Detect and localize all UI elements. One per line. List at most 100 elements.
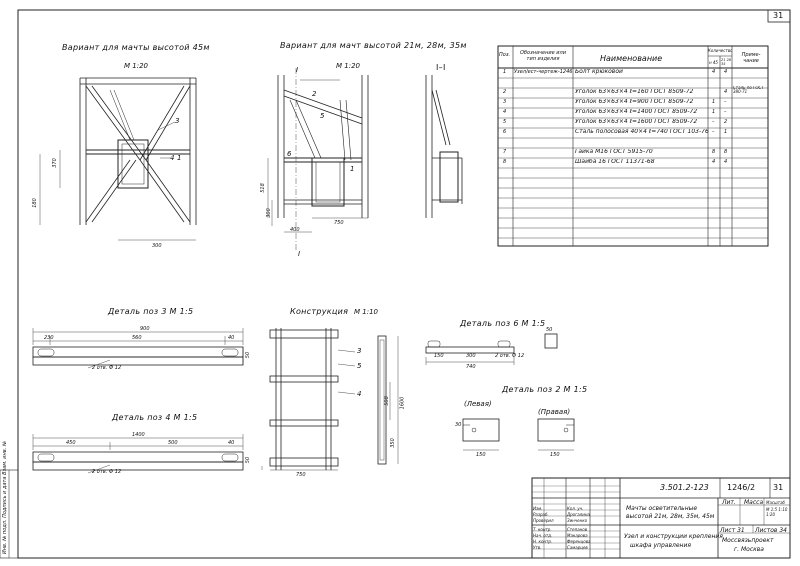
person-name: Дрогалина (567, 512, 590, 517)
person-name: Зинченко (567, 518, 588, 523)
row-name: Уголок 63×63×4 ℓ=900 ГОСТ 8509-72 (575, 99, 694, 105)
callout-label: 6 (287, 150, 292, 158)
dim-label: 560 (132, 335, 142, 341)
section-title: I–I (436, 63, 446, 72)
dim-label: 30 (455, 422, 462, 428)
spec-table (497, 45, 769, 247)
detail-3-title: Деталь поз 3 М 1:5 (108, 307, 194, 316)
role-label: Проверил (533, 518, 554, 523)
callout-label: 4 (357, 390, 362, 398)
section-mark: I (296, 66, 299, 74)
row-pos: 2 (503, 89, 507, 95)
dim-label: 50 (546, 327, 553, 333)
row-qty: 8 (724, 149, 728, 155)
row-qty: – (712, 129, 715, 135)
dim-label: 1600 (399, 396, 406, 410)
row-qty: 4 (724, 69, 728, 75)
view-detail-4 (32, 434, 244, 474)
row-pos: 6 (503, 129, 507, 135)
view-variant-21 (267, 68, 369, 250)
dim-label: 750 (296, 472, 306, 478)
row-note: Сталь по ГОСТ 380-71 (733, 86, 764, 94)
org-line-2: г. Москва (734, 546, 764, 553)
title-line-1: Мачты осветительные (626, 505, 698, 512)
dim-label: 750 (334, 220, 344, 226)
spec-header-name: Наименование (600, 54, 663, 63)
row-qty: 1 (712, 99, 716, 105)
spec-header-note: Приме-чание (741, 52, 761, 64)
row-qty: – (712, 119, 715, 125)
person-name: Степанов (567, 527, 588, 532)
scale-label: Масштаб (766, 500, 786, 505)
role-label: Т. контр. (533, 527, 552, 532)
dim-label: 370 (51, 158, 58, 168)
doc-code: 3.501.2-123 (660, 483, 709, 492)
dim-label: 300 (466, 353, 476, 359)
title-line-2: высотой 21м, 28м, 35м, 45м (626, 513, 715, 520)
callout-label: 1 (350, 165, 355, 173)
person-name: Макарова (567, 533, 588, 538)
view-variant-45 (39, 77, 197, 241)
hole-note: 2 отв. Ф 12 (92, 365, 122, 371)
person-name: Самарцев (567, 545, 588, 550)
title-line-4: шкафа управления (630, 542, 691, 549)
callout-label: 5 (320, 112, 325, 120)
row-pos: 1 (503, 69, 507, 75)
stage-label: Лит. (722, 499, 736, 506)
detail-2-left: (Левая) (464, 400, 492, 408)
detail-6-title: Деталь поз 6 М 1:5 (460, 319, 546, 328)
sheet-label: Лист 31 (720, 527, 745, 534)
row-qty: – (724, 99, 727, 105)
dim-label: 508 (383, 396, 390, 406)
spec-header-qty: Количество (708, 48, 732, 53)
row-pos: 5 (503, 119, 507, 125)
side-stamp: Инв. № подл. Подпись и дата Взам. инв. № (2, 440, 8, 554)
row-pos: 3 (503, 99, 507, 105)
dim-label: 50 (245, 351, 252, 359)
dim-label: 300 (152, 243, 162, 249)
role-label: Утв. (533, 545, 542, 550)
callout-label: 1 (177, 154, 182, 162)
dim-label: 230 (44, 335, 54, 341)
row-qty: 4 (712, 159, 716, 165)
construction-title: Конструкция (290, 307, 349, 316)
title-line-3: Узел и конструкции крепления (624, 533, 723, 540)
row-designation: Узел/ест-чертеж-1246-04 (514, 69, 572, 75)
variant-21-title: Вариант для мачт высотой 21м, 28м, 35м (280, 41, 467, 50)
person-name: Кол. уч. (567, 506, 584, 511)
row-qty: 8 (712, 149, 716, 155)
dim-label: 518 (259, 183, 266, 193)
row-name: Уголок 63×63×4 ℓ=1400 ГОСТ 8509-72 (575, 109, 698, 115)
title-block (531, 477, 791, 559)
dim-label: 740 (466, 364, 476, 370)
dim-label: 500 (168, 440, 178, 446)
person-name: Ференцова (567, 539, 591, 544)
mass-label: Масса (744, 499, 764, 506)
spec-header-designation: Обозначение или тип изделия (520, 50, 566, 62)
row-name: Шайба 16 ГОСТ 11371-68 (575, 159, 655, 165)
variant-21-scale: М 1:20 (336, 62, 360, 70)
dim-label: 150 (476, 452, 486, 458)
section-mark: I (298, 250, 301, 258)
dim-label: 1400 (132, 432, 145, 438)
role-label: Н. контр. (533, 539, 553, 544)
dim-label: 900 (140, 326, 150, 332)
row-name: Болт крюковой (575, 69, 623, 75)
callout-label: 3 (175, 117, 180, 125)
row-name: Уголок 63×63×4 ℓ=1600 ГОСТ 8509-72 (575, 119, 698, 125)
row-name: Гайка М16 ГОСТ 5915-70 (575, 149, 653, 155)
construction-scale: М 1:10 (354, 308, 378, 316)
sheet-number: 31 (773, 483, 784, 492)
dim-label: 40 (228, 440, 235, 446)
row-qty: 1 (712, 109, 716, 115)
row-qty: 2 (724, 119, 728, 125)
row-name: Сталь полосовая 40×4 ℓ=740 ГОСТ 103-76 (575, 129, 709, 135)
row-qty: 4 (724, 159, 728, 165)
dim-label: 400 (290, 227, 300, 233)
org-line-1: Моссвязьпроект (722, 537, 774, 544)
callout-label: 3 (357, 347, 362, 355)
view-detail-6 (425, 333, 558, 365)
view-construction (261, 328, 399, 471)
doc-number: 1246/2 (727, 483, 756, 492)
variant-45-title: Вариант для мачты высотой 45м (62, 43, 210, 52)
